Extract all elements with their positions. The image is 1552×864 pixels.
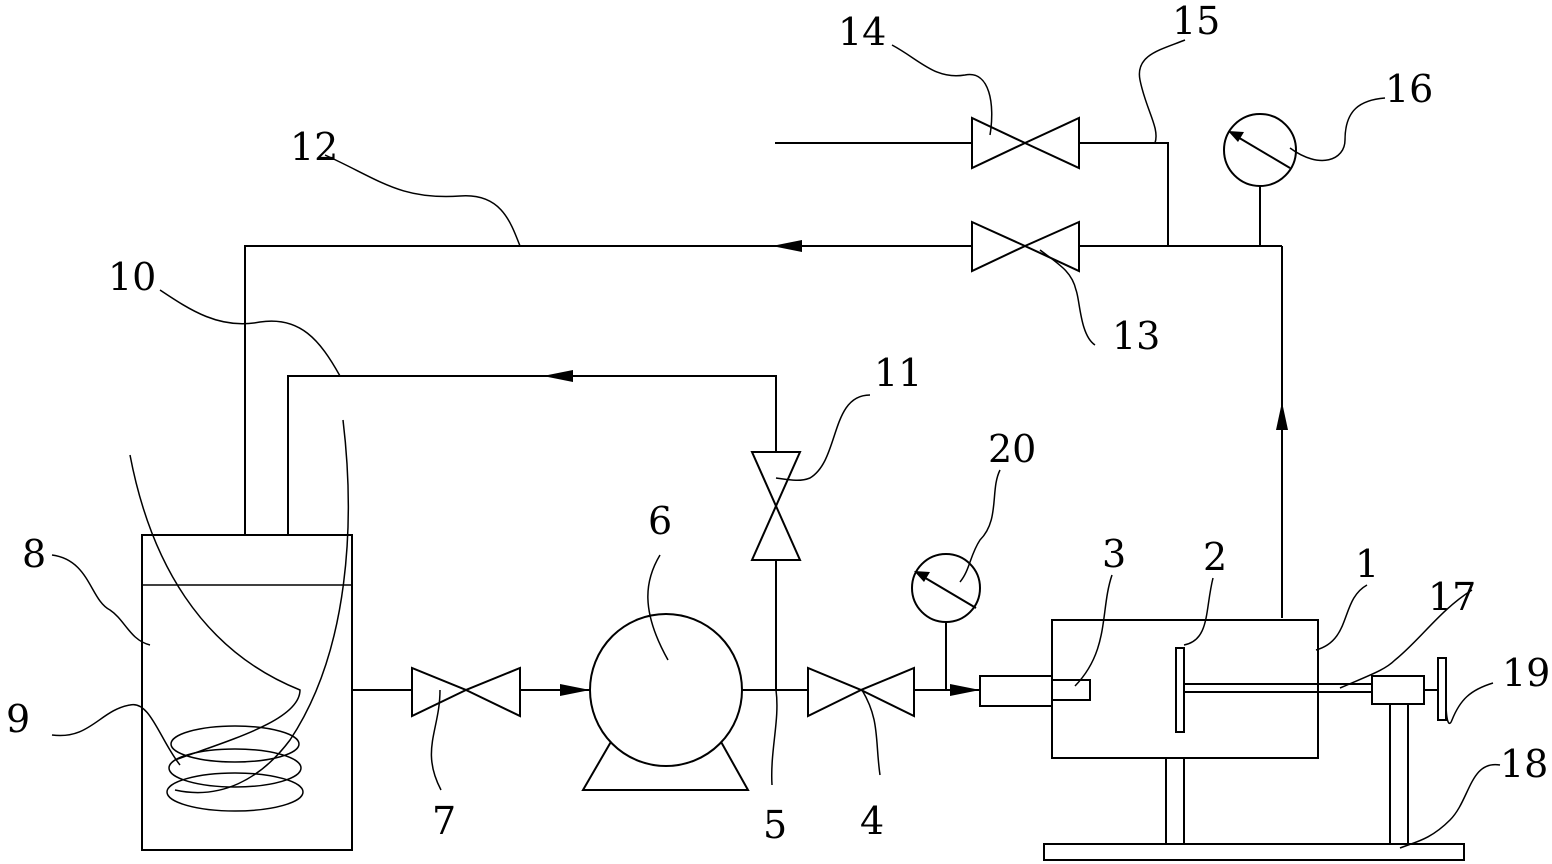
valve-11 bbox=[750, 451, 802, 561]
pressure-gauge-20 bbox=[911, 553, 981, 691]
label-11: 11 bbox=[874, 351, 922, 395]
nozzle-tip bbox=[1051, 679, 1091, 701]
label-13: 13 bbox=[1112, 314, 1160, 358]
part-labels: 1 2 3 4 5 6 7 8 9 10 11 12 13 14 15 16 1… bbox=[6, 0, 1550, 847]
label-9: 9 bbox=[6, 697, 30, 741]
bypass-line bbox=[287, 370, 777, 690]
pressure-gauge-16 bbox=[1223, 113, 1297, 246]
adjust-knob bbox=[1437, 657, 1447, 721]
label-14: 14 bbox=[838, 10, 886, 54]
leader-lines bbox=[51, 39, 1501, 849]
label-20: 20 bbox=[988, 427, 1036, 471]
label-5: 5 bbox=[763, 803, 787, 847]
label-15: 15 bbox=[1172, 0, 1220, 43]
label-7: 7 bbox=[432, 799, 456, 843]
label-16: 16 bbox=[1385, 67, 1433, 111]
label-10: 10 bbox=[108, 255, 156, 299]
flow-arrow-left bbox=[772, 240, 802, 252]
valve-13 bbox=[971, 220, 1080, 273]
target-plate bbox=[1175, 647, 1185, 733]
label-3: 3 bbox=[1102, 532, 1126, 576]
label-6: 6 bbox=[648, 499, 672, 543]
label-1: 1 bbox=[1355, 542, 1379, 586]
label-2: 2 bbox=[1203, 535, 1227, 579]
shaft-holder bbox=[1371, 675, 1425, 705]
label-12: 12 bbox=[290, 125, 338, 169]
label-19: 19 bbox=[1502, 651, 1550, 695]
heating-coil bbox=[129, 419, 349, 812]
valve-14 bbox=[971, 116, 1080, 170]
nozzle bbox=[979, 675, 1053, 707]
valve-7 bbox=[411, 666, 521, 718]
label-4: 4 bbox=[860, 799, 884, 843]
return-line bbox=[244, 240, 1288, 618]
label-18: 18 bbox=[1500, 742, 1548, 786]
stand bbox=[1043, 703, 1465, 861]
valve-4 bbox=[807, 666, 915, 718]
label-17: 17 bbox=[1428, 575, 1476, 619]
flow-arrow-left-2 bbox=[543, 370, 573, 382]
label-8: 8 bbox=[22, 532, 46, 576]
branch-line bbox=[775, 142, 1169, 246]
tank bbox=[141, 534, 353, 851]
test-chamber bbox=[979, 619, 1447, 759]
pump bbox=[581, 613, 750, 791]
flow-arrow-up bbox=[1276, 402, 1288, 430]
